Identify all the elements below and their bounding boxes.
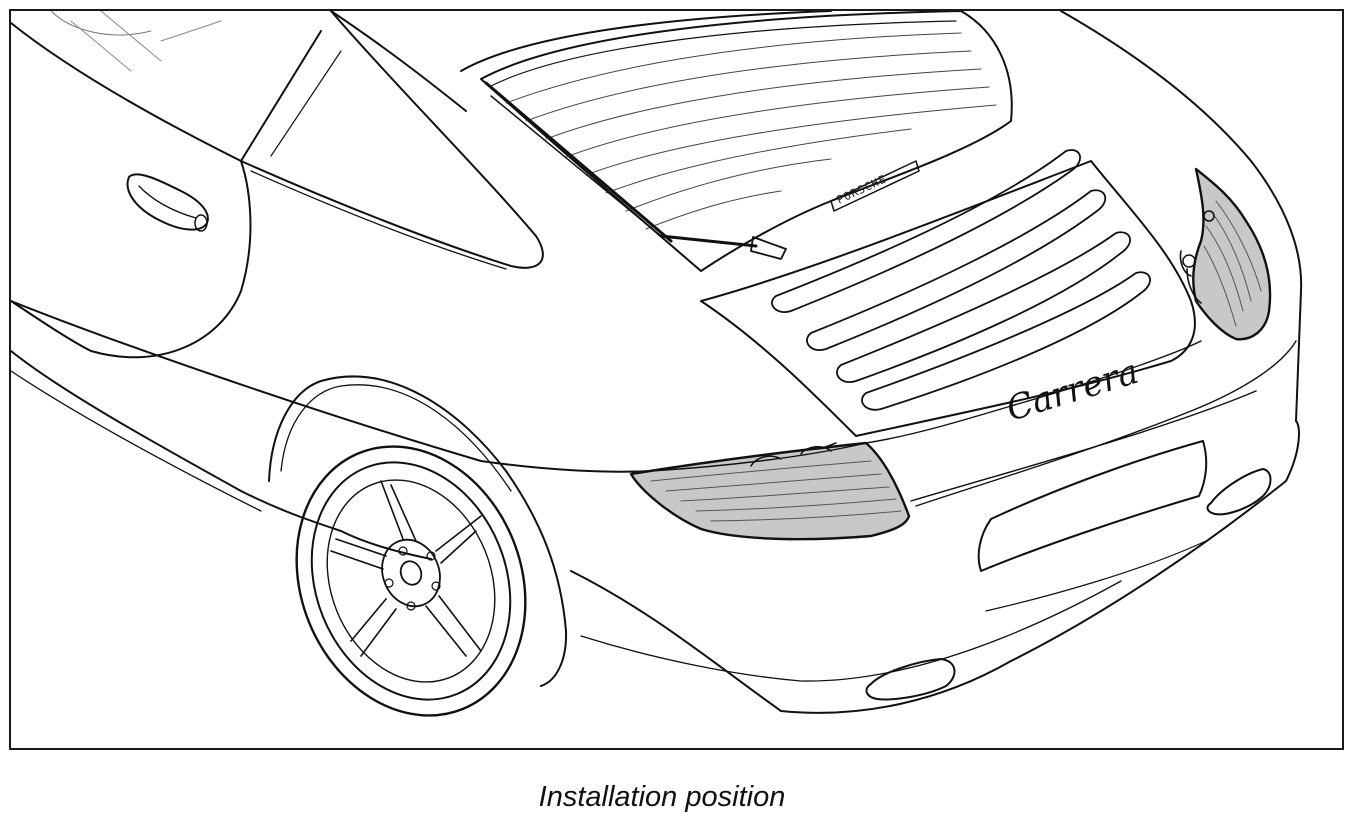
exhaust-tips xyxy=(865,468,1272,701)
engine-grille xyxy=(771,149,1151,411)
license-plate-recess xyxy=(977,440,1208,612)
figure-caption: Installation position xyxy=(538,781,786,813)
illustration-frame: PORSCHE Carrera xyxy=(9,9,1344,750)
engine-lid xyxy=(700,160,1196,437)
door xyxy=(11,160,252,359)
rear-window xyxy=(480,11,1013,272)
wheel-arch xyxy=(268,375,568,687)
door-handle xyxy=(126,173,209,232)
body-roof xyxy=(330,11,1303,422)
carrera-script: Carrera xyxy=(1002,352,1143,430)
right-tail-light xyxy=(1179,167,1272,341)
rear-fender xyxy=(11,300,652,560)
trunk-edge xyxy=(650,340,1297,507)
rear-wiper xyxy=(484,81,787,260)
left-tail-light xyxy=(629,441,911,541)
badge-plate xyxy=(830,160,920,212)
rear-bumper xyxy=(570,390,1300,714)
car-rear-illustration: PORSCHE Carrera xyxy=(11,11,1303,717)
wheel xyxy=(295,445,527,717)
side-window xyxy=(11,11,544,270)
